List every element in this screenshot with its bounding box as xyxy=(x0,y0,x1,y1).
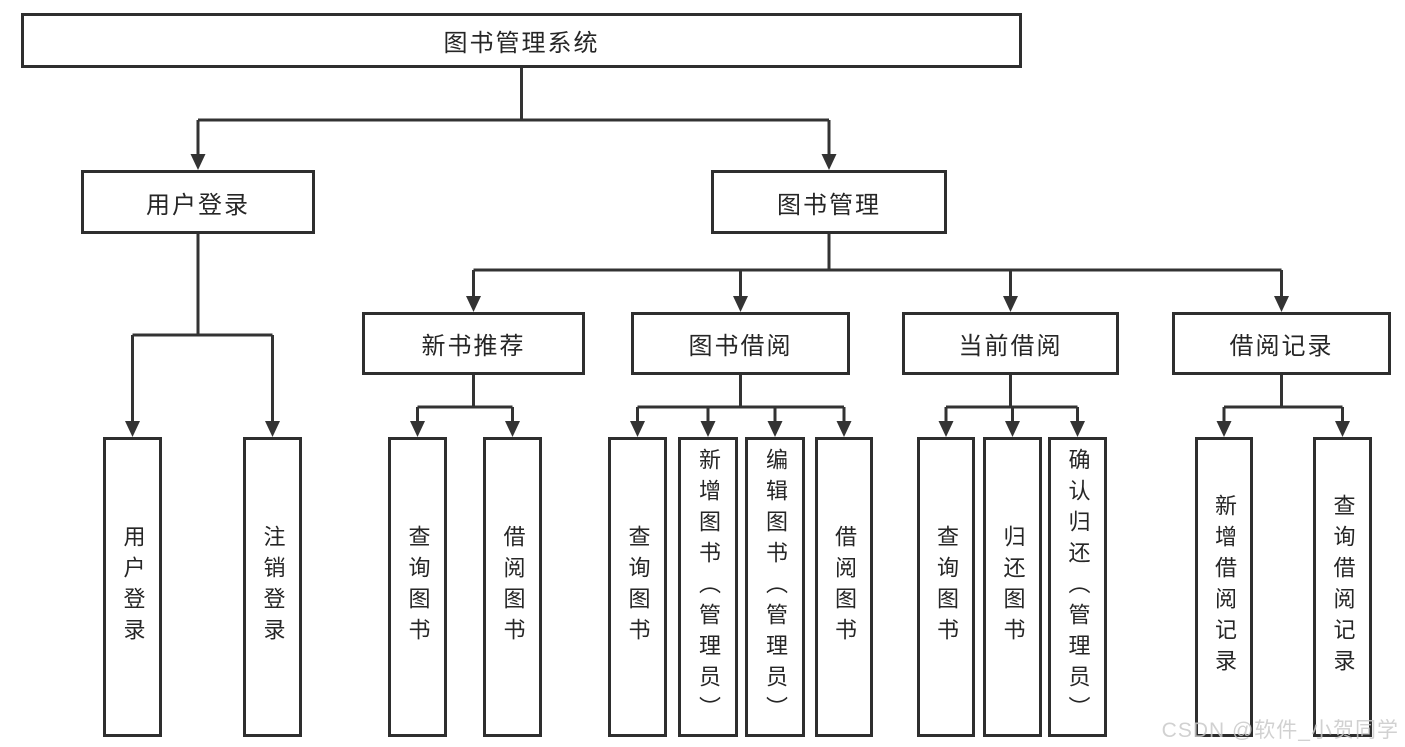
connector-root-to-level2 xyxy=(196,68,831,156)
node-book-borrowing: 图书借阅 xyxy=(631,312,850,375)
connector-borrowrecords-to-leaves xyxy=(1222,375,1344,423)
arrowheads xyxy=(125,154,1350,437)
leaf-logout: 注销登录 xyxy=(243,437,302,737)
connector-bookborrow-to-leaves xyxy=(636,375,846,423)
connector-currentborrow-to-leaves xyxy=(944,375,1079,423)
node-user-login: 用户登录 xyxy=(81,170,315,234)
node-library-management-system: 图书管理系统 xyxy=(21,13,1022,68)
node-book-management: 图书管理 xyxy=(711,170,947,234)
leaf-search-books-recommend: 查询图书 xyxy=(388,437,447,737)
connector-userlogin-to-leaves xyxy=(131,233,274,423)
node-new-book-recommend: 新书推荐 xyxy=(362,312,585,375)
leaf-borrow-books: 借阅图书 xyxy=(815,437,873,737)
csdn-watermark: CSDN @软件_小贺同学 xyxy=(1161,719,1399,742)
leaf-confirm-return-admin: 确认归还（管理员） xyxy=(1048,437,1107,737)
node-current-borrowing: 当前借阅 xyxy=(902,312,1119,375)
leaf-add-borrow-record: 新增借阅记录 xyxy=(1195,437,1253,737)
connector-newbooks-to-leaves xyxy=(416,375,514,423)
leaf-user-login: 用户登录 xyxy=(103,437,162,737)
leaf-search-borrow-record: 查询借阅记录 xyxy=(1313,437,1372,737)
leaf-borrow-books-recommend: 借阅图书 xyxy=(483,437,542,737)
leaf-search-books-borrowing: 查询图书 xyxy=(608,437,667,737)
leaf-search-books-current: 查询图书 xyxy=(917,437,975,737)
node-borrowing-records: 借阅记录 xyxy=(1172,312,1391,375)
leaf-edit-books-admin: 编辑图书（管理员） xyxy=(745,437,805,737)
leaf-return-books: 归还图书 xyxy=(983,437,1042,737)
connector-bookmgmt-to-level3 xyxy=(472,233,1283,298)
leaf-add-books-admin: 新增图书（管理员） xyxy=(678,437,738,737)
